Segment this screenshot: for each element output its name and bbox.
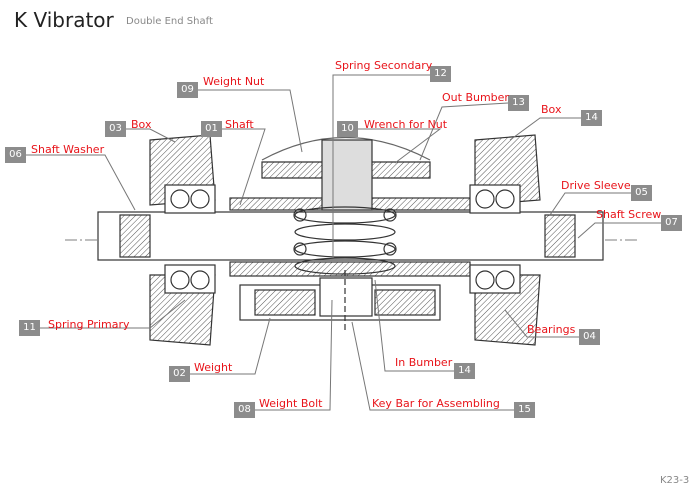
part-label-shaft: Shaft bbox=[225, 118, 254, 131]
part-label-weight-nut: Wrench for Nut bbox=[364, 118, 448, 131]
part-badge-01: 01 bbox=[201, 121, 222, 137]
part-badge-06: 06 bbox=[5, 147, 26, 163]
part-label-box-left: Box bbox=[131, 118, 152, 131]
part-label-bearings: Bearings bbox=[527, 323, 576, 336]
part-badge-03: 03 bbox=[105, 121, 126, 137]
part-badge-10: 09 bbox=[177, 82, 198, 98]
page-subtitle: Double End Shaft bbox=[126, 16, 213, 27]
part-label-wrench-for-nut: Weight Nut bbox=[203, 75, 265, 88]
part-badge-02: 02 bbox=[169, 366, 190, 382]
page-title: K Vibrator bbox=[14, 8, 114, 32]
part-badge-14-box: 14 bbox=[581, 110, 602, 126]
part-badge-07: 07 bbox=[661, 215, 682, 231]
part-badge-12: 12 bbox=[430, 66, 451, 82]
part-label-key-bar: Key Bar for Assembling bbox=[372, 397, 500, 410]
part-badge-09: 10 bbox=[337, 121, 358, 137]
part-label-spring-primary: Spring Primary bbox=[48, 318, 130, 331]
part-label-weight: Weight bbox=[194, 361, 233, 374]
part-badge-13: 13 bbox=[508, 95, 529, 111]
part-label-weight-bolt: Weight Bolt bbox=[259, 397, 323, 410]
part-badge-15: 15 bbox=[514, 402, 535, 418]
weight-nut bbox=[321, 139, 373, 211]
part-label-shaft-washer: Shaft Washer bbox=[31, 143, 105, 156]
part-badge-11: 11 bbox=[19, 320, 40, 336]
part-label-in-bumber: In Bumber bbox=[395, 356, 453, 369]
part-badge-08: 08 bbox=[234, 402, 255, 418]
part-label-box-right: Box bbox=[541, 103, 562, 116]
part-badge-05: 05 bbox=[631, 185, 652, 201]
part-label-spring-secondary: Spring Secondary bbox=[335, 59, 433, 72]
part-label-shaft-screw: Shaft Screw bbox=[596, 208, 662, 221]
part-label-drive-sleeve: Drive Sleeve bbox=[561, 179, 631, 192]
part-badge-04: 04 bbox=[579, 329, 600, 345]
part-badge-14-in-bumber: 14 bbox=[454, 363, 475, 379]
shaft bbox=[97, 211, 604, 261]
leader-lines bbox=[26, 74, 661, 411]
part-label-out-bumber: Out Bumber bbox=[442, 91, 509, 104]
figure-code: K23-3 bbox=[660, 475, 690, 486]
